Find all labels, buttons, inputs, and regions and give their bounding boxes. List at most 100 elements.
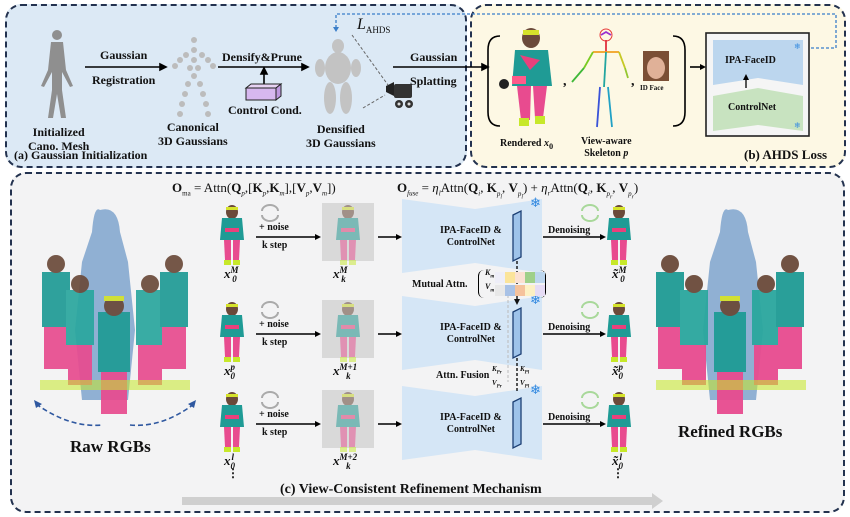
v-m-label: Vm — [485, 282, 495, 294]
canonical-gaussians-figure — [172, 37, 216, 117]
k-step-label: k step — [262, 427, 288, 438]
formula-mutual-attention: Oma = Attn(Qp,[Kp,Km],[Vp,Vm]) — [172, 180, 336, 198]
k-m-label: Km — [485, 268, 495, 280]
denoising-label: Denoising — [548, 412, 591, 423]
controlnet-label: ControlNet — [728, 102, 777, 113]
denoise-arrow-head — [600, 234, 606, 240]
attention-cell — [495, 285, 505, 296]
input-view-image — [220, 392, 244, 452]
panel-a-arrows — [85, 62, 490, 85]
attention-cell — [525, 272, 535, 283]
noisy-view-image — [336, 205, 360, 265]
ipa-controlnet-label: IPA-FaceID &ControlNet — [440, 225, 502, 248]
noise-label: + noise — [259, 409, 289, 420]
ipa-controlnet-label: IPA-FaceID &ControlNet — [440, 412, 502, 435]
ipa-controlnet-label: IPA-FaceID &ControlNet — [440, 322, 502, 345]
noise-cycle-icon — [261, 214, 279, 222]
ahds-feedback-line — [335, 13, 837, 49]
attention-cell — [505, 272, 515, 283]
feature-bar — [512, 306, 522, 360]
gaussian-splatting-bottom: Splatting — [410, 74, 457, 88]
k-step-label: k step — [262, 337, 288, 348]
noise-arrow-head — [315, 234, 321, 240]
noise-arrow-head — [315, 331, 321, 337]
left-bracket — [487, 35, 501, 127]
noise-cycle-icon — [261, 391, 279, 399]
camera-icon — [351, 34, 413, 109]
noisy-view-image — [336, 392, 360, 452]
raw-rgbs-image — [34, 209, 196, 427]
id-face-image — [643, 51, 669, 81]
densify-prune-label: Densify&Prune — [222, 50, 302, 64]
noisy-view-image — [336, 302, 360, 362]
input-view-image — [220, 302, 244, 362]
denoising-label: Denoising — [548, 225, 591, 236]
snowflake-icon: ❄ — [530, 292, 541, 307]
attn-fusion-label: Attn. Fusion — [436, 370, 490, 381]
denoise-cycle-icon — [581, 391, 599, 399]
noise-cycle-icon — [261, 301, 279, 309]
ipa-faceid-block — [713, 40, 803, 85]
attention-cell — [515, 285, 525, 296]
gaussian-splatting-top: Gaussian — [410, 50, 458, 64]
noise-cycle-icon — [261, 204, 279, 212]
comma-2: , — [631, 74, 635, 89]
noise-cycle-icon — [261, 401, 279, 409]
refined-rgbs-image — [656, 209, 806, 414]
ipa-controlnet-block — [402, 386, 542, 460]
control-cond-label: Control Cond. — [228, 103, 302, 117]
input-view-image — [220, 205, 244, 265]
densified-gaussians-figure — [315, 39, 361, 114]
ipa-controlnet-block — [402, 296, 542, 370]
attention-cell — [515, 272, 525, 283]
loss-ahds-label: LAHDS — [357, 16, 391, 36]
canonical-mesh-figure — [41, 30, 73, 118]
gaussian-registration-top: Gaussian — [100, 48, 148, 62]
mutual-attn-label: Mutual Attn. — [412, 279, 468, 290]
denoise-cycle-icon — [581, 401, 599, 409]
noise-arrow-head — [315, 421, 321, 427]
formula-attention-fusion: Ofuse = ηlAttn(Qi, Kpl, Vpl) + ηrAttn(Qi… — [397, 180, 639, 200]
snowflake-icon: ❄ — [794, 42, 801, 51]
snowflake-icon: ❄ — [530, 382, 541, 397]
attention-cell — [505, 285, 515, 296]
output-view-image — [607, 205, 631, 265]
controlnet-block — [713, 88, 803, 131]
attention-cell — [535, 285, 545, 296]
control-cond-box — [244, 82, 283, 102]
progress-arrow-bar — [182, 497, 652, 505]
noise-cycle-icon — [261, 311, 279, 319]
output-view-image — [607, 302, 631, 362]
denoise-cycle-icon — [581, 204, 599, 212]
snowflake-icon: ❄ — [794, 121, 801, 130]
rendered-avatar-image — [499, 28, 552, 126]
net-input-arrow-head — [396, 234, 402, 240]
net-input-arrow-head — [396, 331, 402, 337]
feature-bar — [512, 396, 522, 450]
noise-label: + noise — [259, 319, 289, 330]
panel-c-title: (c) View-Consistent Refinement Mechanism — [280, 482, 542, 497]
denoise-cycle-icon — [581, 301, 599, 309]
panel-b-title: (b) AHDS Loss — [744, 147, 828, 162]
denoise-arrow-head — [600, 421, 606, 427]
ipa-controlnet-block — [402, 199, 542, 273]
ellipsis-input: ⋮ — [227, 466, 239, 480]
skeleton-image — [571, 28, 629, 128]
denoise-arrow-head — [600, 331, 606, 337]
mutual-attention-matrix — [478, 270, 546, 298]
ellipsis-output: ⋮ — [612, 466, 624, 480]
